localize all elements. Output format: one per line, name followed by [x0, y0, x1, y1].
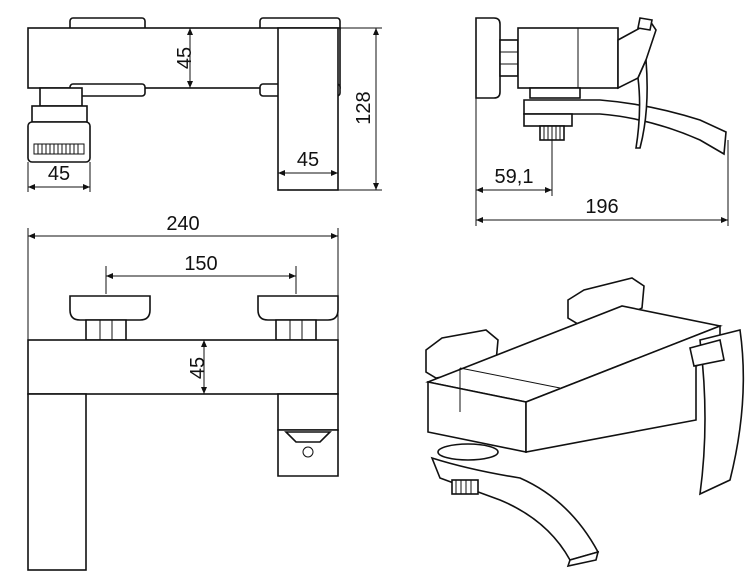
side-base [523, 113, 573, 127]
iso-spout [430, 456, 600, 561]
top-view: 45 128 45 45 [27, 17, 382, 192]
spout-neck [31, 105, 88, 123]
front-right-block [277, 393, 339, 431]
dim-spout-width: 45 [48, 163, 70, 185]
dim-overall-height: 128 [353, 91, 375, 124]
front-nut-right [275, 319, 317, 341]
iso-handle [699, 329, 745, 496]
iso-handle-top [689, 339, 725, 367]
front-view: 240 150 45 [27, 213, 339, 571]
dim-inlet-spacing: 150 [184, 253, 217, 275]
spout-stem [39, 87, 83, 107]
side-spout-collar [529, 87, 581, 99]
front-cap-right [257, 295, 339, 321]
side-view: 59,1 196 [475, 17, 729, 226]
side-body [517, 27, 619, 89]
dim-handle-width: 45 [297, 149, 319, 171]
dim-overall-depth: 196 [585, 196, 618, 218]
side-spout [523, 99, 727, 156]
front-outlet-detail [284, 431, 332, 443]
front-outlet-hole [302, 446, 314, 458]
dim-body-height: 45 [187, 357, 209, 379]
handle-block [277, 27, 339, 191]
aerator-grid [33, 143, 85, 155]
front-nut-left [85, 319, 127, 341]
iso-spout-tip [566, 550, 600, 568]
side-handle [617, 23, 657, 90]
side-nut [499, 39, 519, 77]
front-cap-left [69, 295, 151, 321]
side-lever-lower [635, 59, 648, 149]
dim-depth-to-inlet: 59,1 [495, 166, 534, 188]
aerator [27, 121, 91, 163]
front-body [27, 339, 339, 395]
front-handle [27, 393, 87, 571]
iso-collar [437, 443, 499, 461]
side-handle-tip [637, 17, 653, 31]
side-wall-cap [475, 17, 501, 99]
dim-overall-width: 240 [166, 213, 199, 235]
dim-front-height: 45 [174, 47, 196, 69]
isometric-view [425, 277, 745, 568]
front-outlet [277, 429, 339, 477]
